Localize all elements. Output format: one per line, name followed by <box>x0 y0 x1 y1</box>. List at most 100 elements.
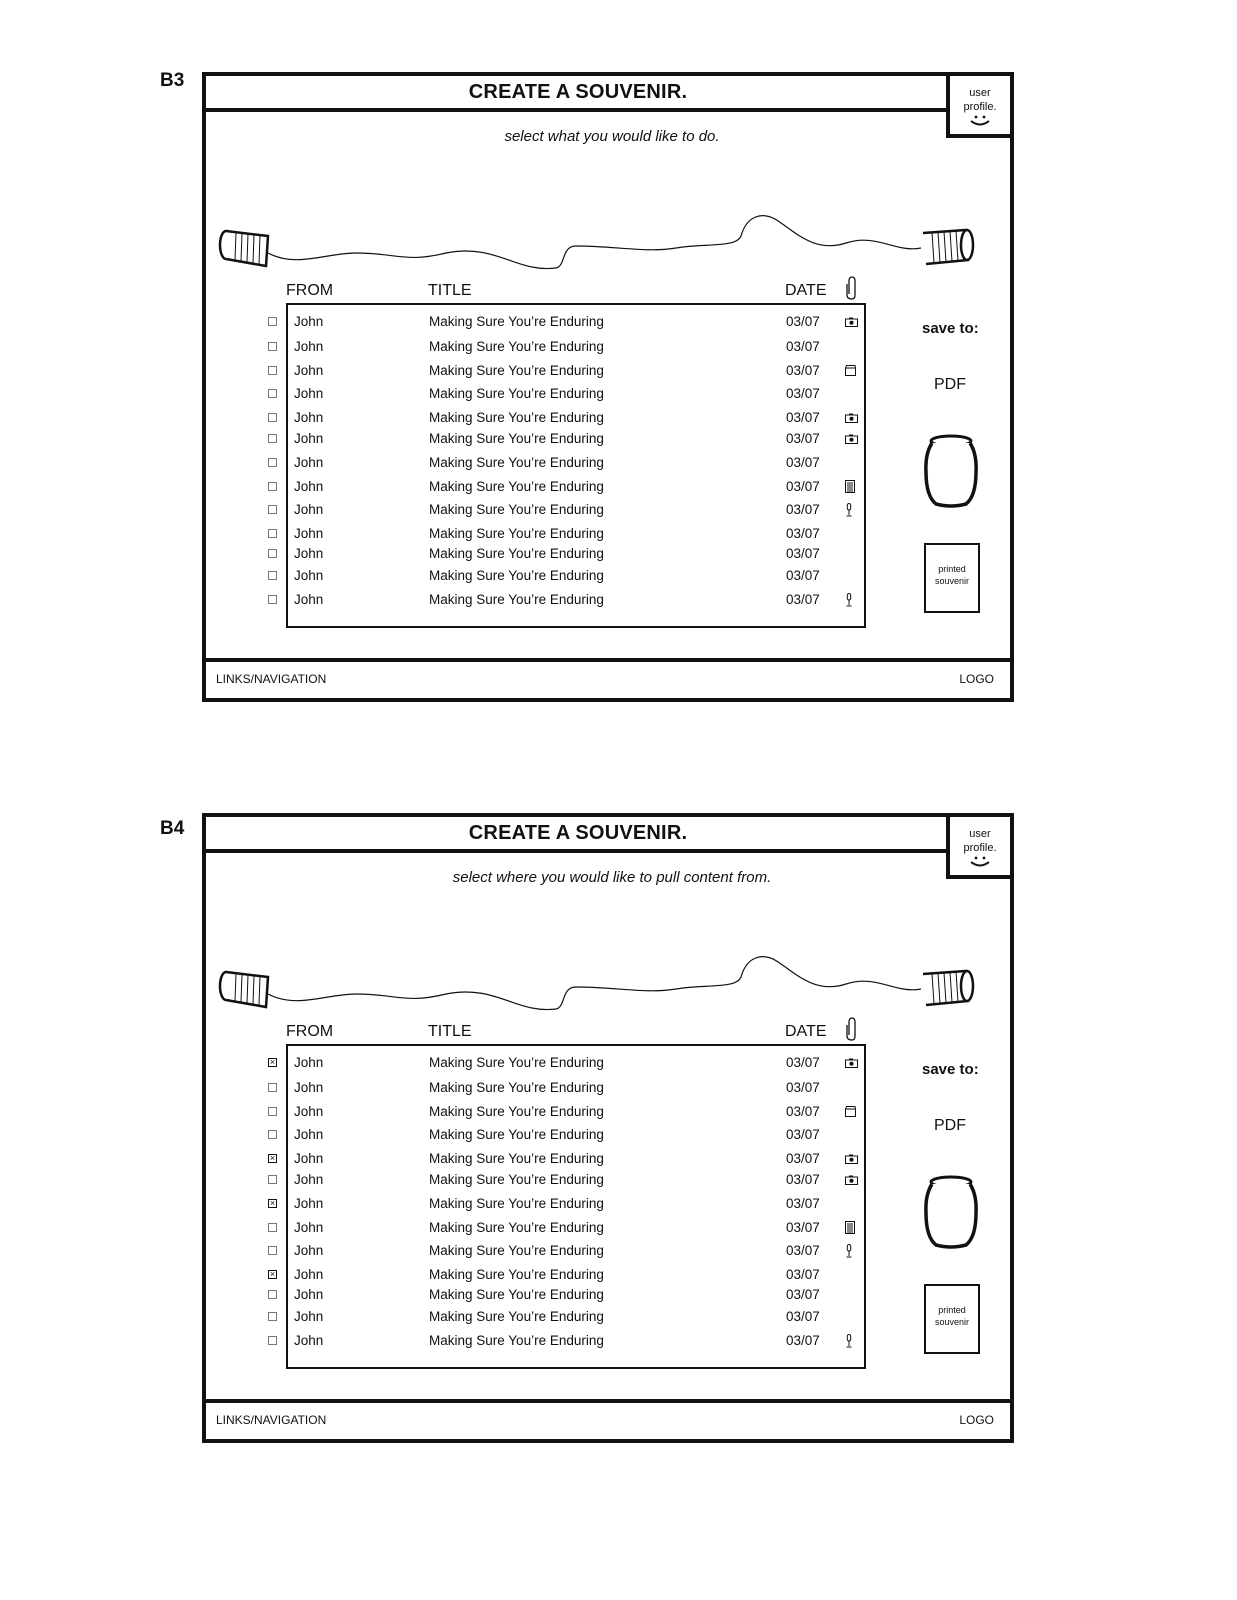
row-checkbox[interactable] <box>268 434 277 443</box>
row-title: Making Sure You’re Enduring <box>429 386 604 401</box>
row-checkbox[interactable] <box>268 317 277 326</box>
row-from: John <box>294 363 324 378</box>
save-pdf-option[interactable]: PDF <box>934 1117 966 1134</box>
row-checkbox[interactable] <box>268 1246 277 1255</box>
printed-souvenir-option[interactable]: printed souvenir <box>924 1284 980 1354</box>
row-title: Making Sure You’re Enduring <box>429 592 604 607</box>
row-checkbox[interactable] <box>268 482 277 491</box>
jar-option-icon[interactable] <box>922 434 980 510</box>
row-from: John <box>294 455 324 470</box>
row-checkbox[interactable] <box>268 595 277 604</box>
row-title: Making Sure You’re Enduring <box>429 1309 604 1324</box>
row-checkbox[interactable] <box>268 1107 277 1116</box>
row-checkbox[interactable] <box>268 1175 277 1184</box>
footer-links-navigation[interactable]: LINKS/NAVIGATION <box>216 672 327 686</box>
save-pdf-option[interactable]: PDF <box>934 376 966 393</box>
row-checkbox[interactable] <box>268 1223 277 1232</box>
row-date: 03/07 <box>786 1333 820 1348</box>
row-from: John <box>294 1151 324 1166</box>
footer-links-navigation[interactable]: LINKS/NAVIGATION <box>216 1413 327 1427</box>
row-checkbox[interactable]: × <box>268 1198 277 1208</box>
row-from: John <box>294 1127 324 1142</box>
row-date: 03/07 <box>786 1055 820 1070</box>
jar-option-icon[interactable] <box>922 1175 980 1251</box>
souvenir-frame-b4: CREATE A SOUVENIR. user profile. select … <box>202 813 1014 1443</box>
user-profile-button[interactable]: user profile. <box>946 813 1014 879</box>
row-checkbox[interactable]: × <box>268 1057 277 1067</box>
column-header-title[interactable]: TITLE <box>428 282 472 299</box>
column-header-date[interactable]: DATE <box>785 1023 827 1040</box>
footer-logo[interactable]: LOGO <box>959 672 994 686</box>
row-from: John <box>294 1267 324 1282</box>
row-checkbox[interactable] <box>268 571 277 580</box>
row-checkbox[interactable] <box>268 342 277 351</box>
row-from: John <box>294 592 324 607</box>
row-checkbox[interactable] <box>268 366 277 375</box>
tin-can-right-icon <box>922 969 975 1007</box>
row-checkbox[interactable] <box>268 458 277 467</box>
row-checkbox[interactable] <box>268 1336 277 1345</box>
paperclip-icon <box>846 1017 856 1041</box>
column-header-from[interactable]: FROM <box>286 1023 334 1040</box>
row-checkbox[interactable] <box>268 389 277 398</box>
column-header-from[interactable]: FROM <box>286 282 334 299</box>
row-checkbox[interactable] <box>268 529 277 538</box>
row-title: Making Sure You’re Enduring <box>429 363 604 378</box>
row-checkbox[interactable] <box>268 1312 277 1321</box>
printed-souvenir-option[interactable]: printed souvenir <box>924 543 980 613</box>
row-checkbox[interactable] <box>268 549 277 558</box>
paperclip-icon <box>846 276 856 300</box>
row-date: 03/07 <box>786 1127 820 1142</box>
row-checkbox[interactable] <box>268 413 277 422</box>
row-from: John <box>294 1287 324 1302</box>
row-checkbox[interactable] <box>268 1130 277 1139</box>
camera-icon <box>845 315 858 330</box>
row-checkbox[interactable] <box>268 1083 277 1092</box>
row-date: 03/07 <box>786 546 820 561</box>
row-from: John <box>294 410 324 425</box>
row-title: Making Sure You’re Enduring <box>429 1196 604 1211</box>
footer-bar: LINKS/NAVIGATION LOGO <box>206 1399 1010 1439</box>
footer-bar: LINKS/NAVIGATION LOGO <box>206 658 1010 698</box>
row-checkbox[interactable] <box>268 1290 277 1299</box>
footer-logo[interactable]: LOGO <box>959 1413 994 1427</box>
tin-can-phone-illustration <box>218 956 975 1011</box>
row-checkbox[interactable] <box>268 505 277 514</box>
row-from: John <box>294 1333 324 1348</box>
column-header-date[interactable]: DATE <box>785 282 827 299</box>
column-header-title[interactable]: TITLE <box>428 1023 472 1040</box>
row-checkbox[interactable]: × <box>268 1153 277 1163</box>
camera-icon <box>845 1056 858 1071</box>
row-from: John <box>294 1220 324 1235</box>
user-profile-button[interactable]: user profile. <box>946 72 1014 138</box>
row-checkbox[interactable]: × <box>268 1269 277 1279</box>
